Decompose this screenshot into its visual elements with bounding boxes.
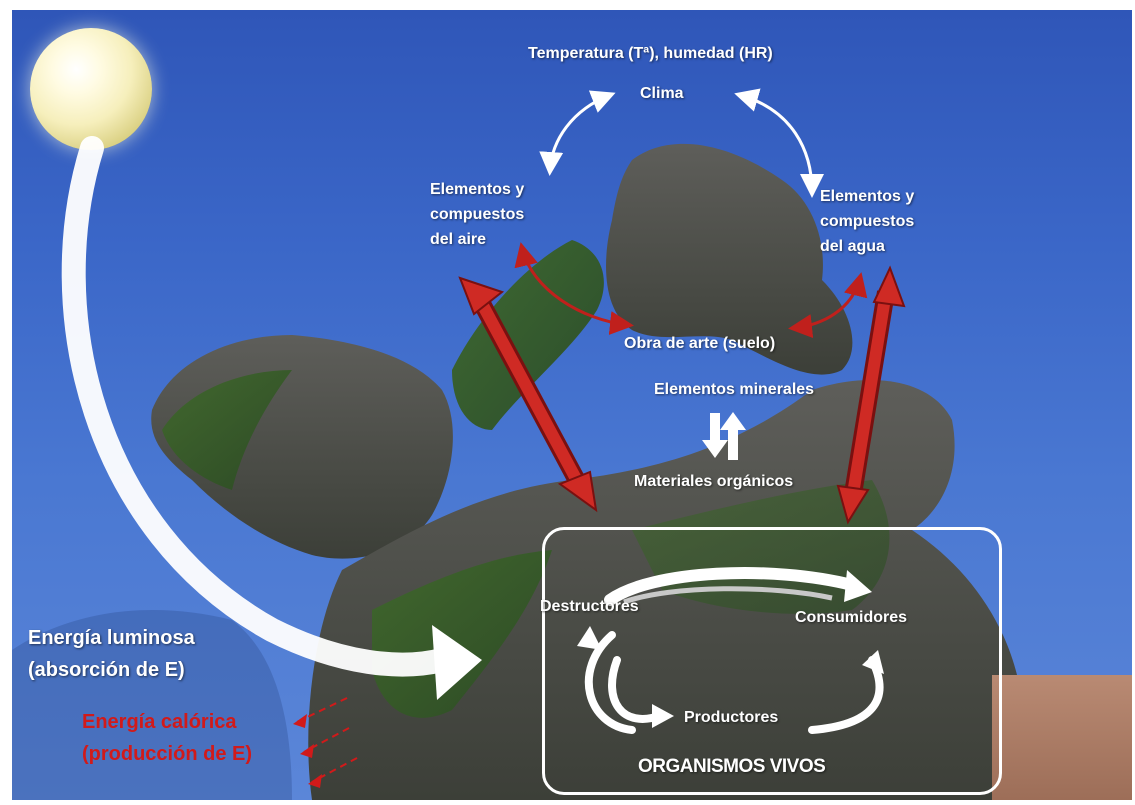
climate-factors-label: Temperatura (Tª), humedad (HR)	[528, 45, 773, 62]
water-organisms-arrow	[836, 265, 906, 525]
clima-air-arrow	[539, 90, 616, 176]
sun-icon	[30, 28, 152, 150]
organic-up-arrow	[720, 412, 746, 460]
organics-label: Materiales orgánicos	[634, 473, 794, 490]
light-energy-arrowhead	[432, 625, 482, 700]
heat-line-2: (producción de E)	[82, 743, 252, 765]
productores-label: Productores	[684, 709, 779, 726]
light-energy-arrow	[61, 136, 454, 677]
air-organisms-arrow	[458, 276, 598, 513]
roof-background	[992, 675, 1132, 800]
heat-arrows	[296, 697, 358, 783]
destructores-consumidores-arrow	[604, 567, 858, 606]
clima-label: Clima	[640, 85, 684, 102]
air-elements-label: Elementos y compuestos del aire	[430, 178, 524, 252]
air-line-2: compuestos	[430, 205, 525, 223]
heat-line-1: Energía calórica	[82, 711, 237, 733]
water-soil-arrow	[788, 272, 868, 339]
mineral-down-arrow	[702, 413, 728, 458]
living-organisms-box	[542, 527, 1002, 795]
minerals-label: Elementos minerales	[654, 381, 815, 398]
sculpture-background	[12, 143, 1022, 800]
air-line-1: Elementos y	[430, 181, 525, 198]
clima-water-arrow	[734, 88, 824, 198]
water-elements-label: Elementos y compuestos del agua	[820, 185, 914, 259]
light-line-1: Energía luminosa	[28, 627, 195, 649]
productores-destructores-arrow	[608, 656, 666, 723]
light-energy-label: Energía luminosa (absorción de E)	[28, 622, 195, 686]
diagram-canvas: Temperatura (Tª), humedad (HR) Clima Ele…	[12, 10, 1132, 800]
consumidores-label: Consumidores	[795, 609, 908, 626]
consumidores-productores-arrow	[808, 656, 884, 734]
water-line-2: compuestos	[820, 212, 915, 230]
soil-label: Obra de arte (suelo)	[624, 335, 776, 352]
water-line-1: Elementos y	[820, 188, 915, 205]
air-soil-arrow	[514, 242, 634, 335]
light-line-2: (absorción de E)	[28, 659, 185, 681]
arrows-layer	[61, 88, 906, 788]
air-line-3: del aire	[430, 230, 487, 248]
heat-energy-label: Energía calórica (producción de E)	[82, 706, 252, 770]
water-line-3: del agua	[820, 237, 885, 255]
destructores-label: Destructores	[540, 598, 639, 615]
living-organisms-label: ORGANISMOS VIVOS	[638, 756, 826, 777]
